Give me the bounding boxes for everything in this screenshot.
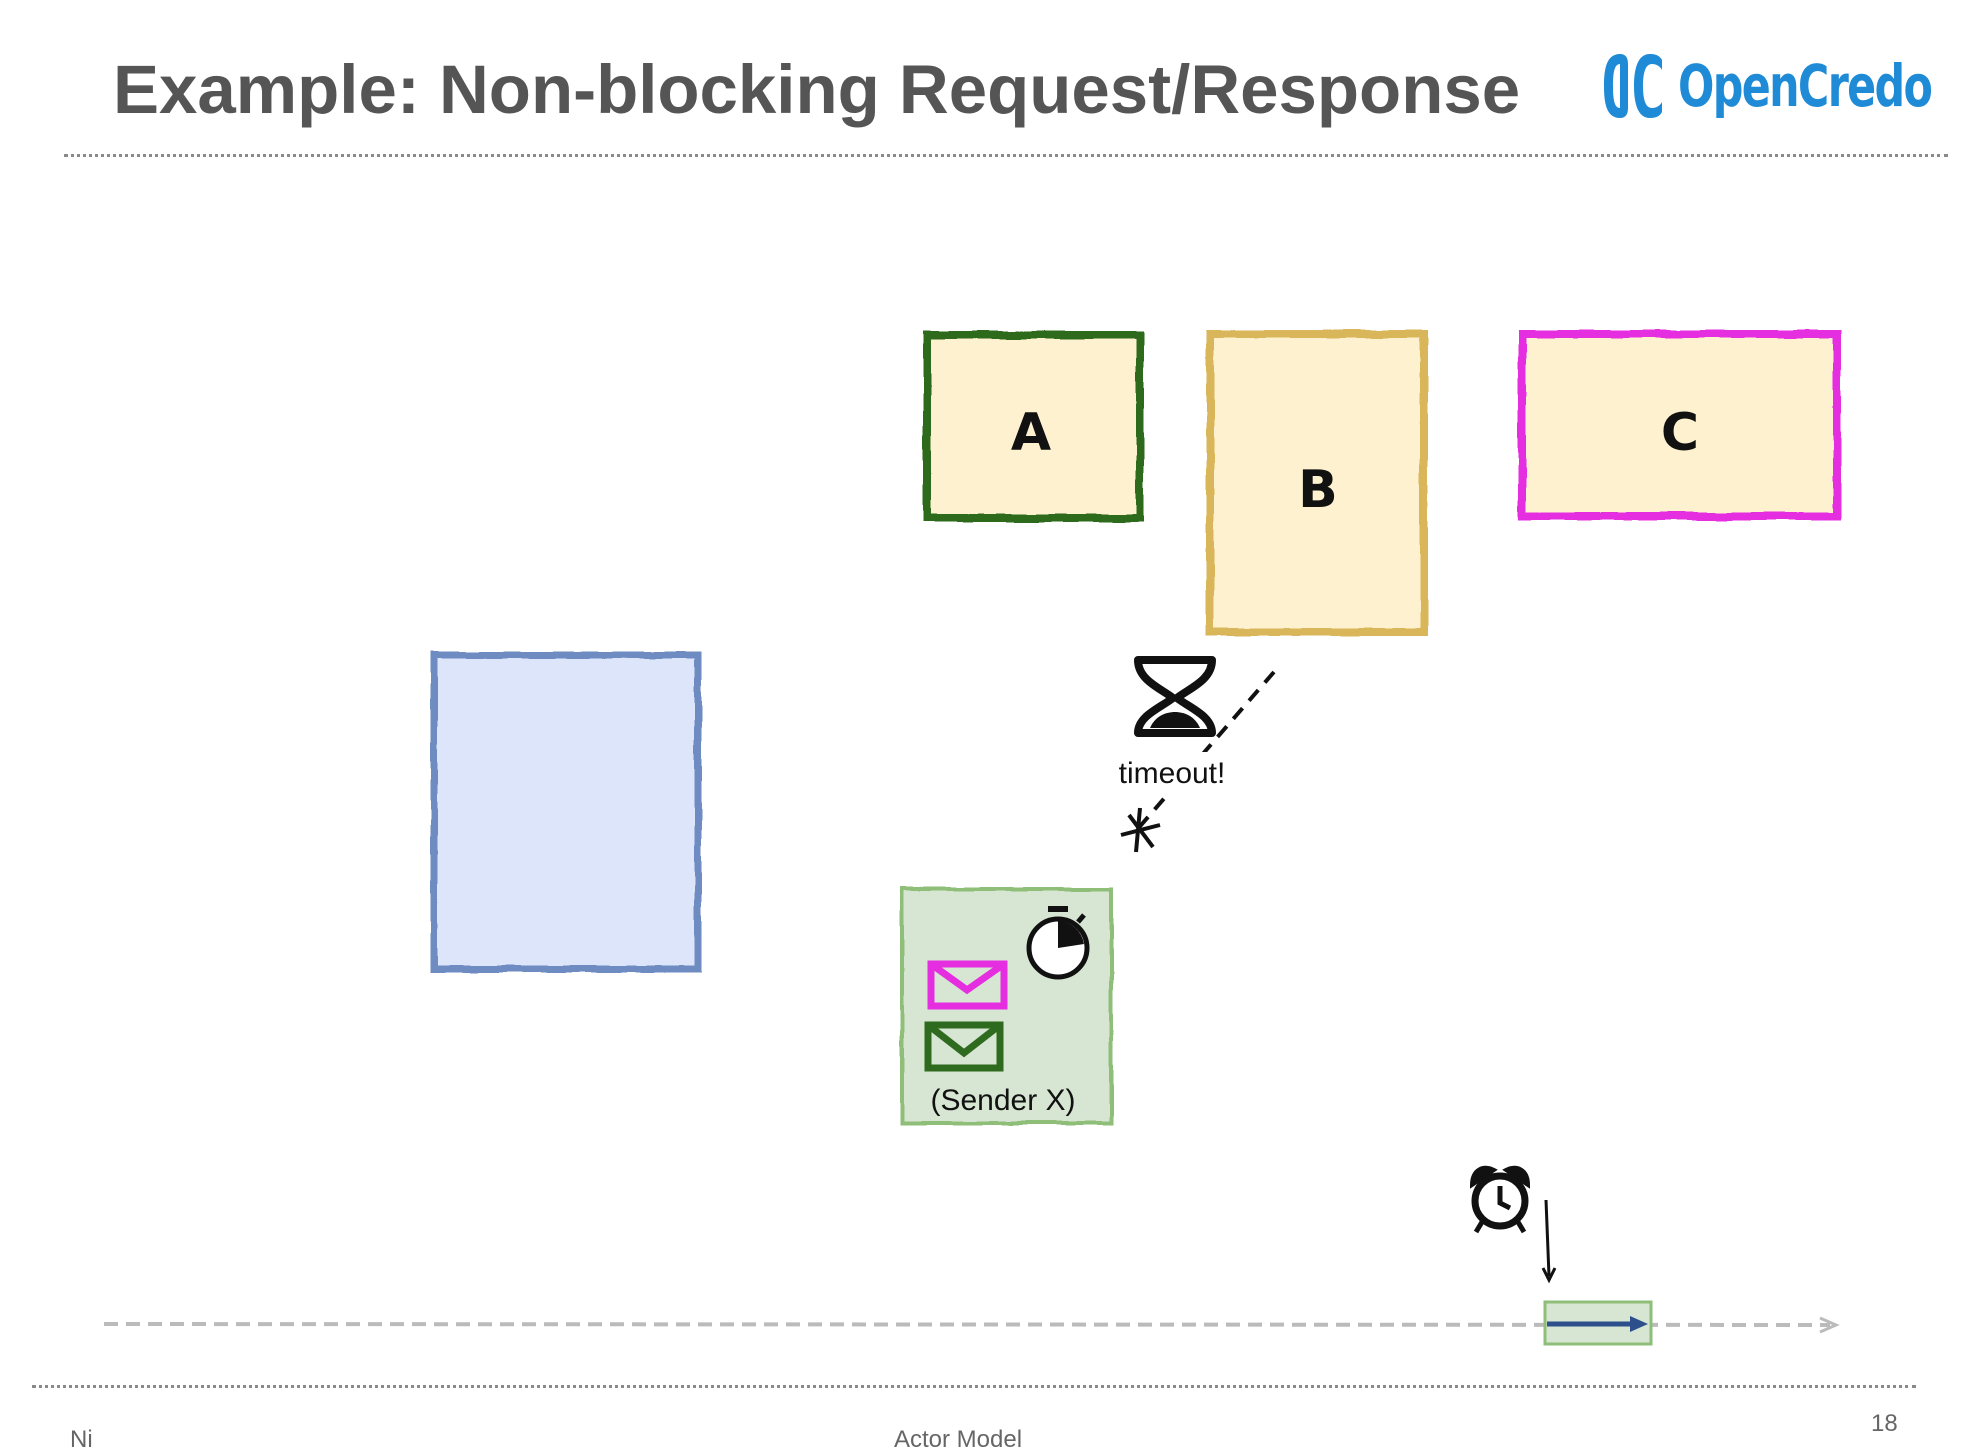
actor-b: B xyxy=(1206,330,1428,636)
timeout-label: timeout! xyxy=(1119,757,1226,790)
opencredo-logo-mark xyxy=(1604,54,1662,118)
logo-text: OpenCredo xyxy=(1678,52,1933,120)
actor-b-label: B xyxy=(1298,460,1338,520)
actor-c: C xyxy=(1518,330,1841,520)
envelope-icon xyxy=(927,960,1008,1010)
page-number: 18 xyxy=(1871,1410,1898,1437)
envelope-icon xyxy=(924,1021,1004,1072)
title-divider xyxy=(64,154,1948,157)
slide-title: Example: Non-blocking Request/Response xyxy=(113,51,1521,128)
footer-divider xyxy=(32,1385,1916,1388)
temp-sender-actor: (Sender X) xyxy=(900,887,1113,1125)
timeout-callout: timeout! xyxy=(1109,752,1235,794)
hourglass-icon xyxy=(1134,656,1216,737)
alarm-trigger-line xyxy=(1541,1199,1557,1284)
requester-actor xyxy=(430,651,702,973)
actor-a: A xyxy=(923,331,1144,522)
stopwatch-icon xyxy=(1026,906,1090,980)
actor-a-label: A xyxy=(1011,403,1051,463)
footer-left-text: Ni xyxy=(70,1426,93,1453)
actor-c-label: C xyxy=(1661,403,1699,463)
opencredo-logo: OpenCredo xyxy=(1600,46,1980,126)
alarm-clock-icon xyxy=(1469,1165,1531,1234)
failure-cross-icon xyxy=(1120,807,1161,853)
timeline xyxy=(103,1300,1840,1346)
footer-center-text: Actor Model xyxy=(894,1426,1023,1453)
temp-sender-label: (Sender X) xyxy=(930,1084,1075,1117)
